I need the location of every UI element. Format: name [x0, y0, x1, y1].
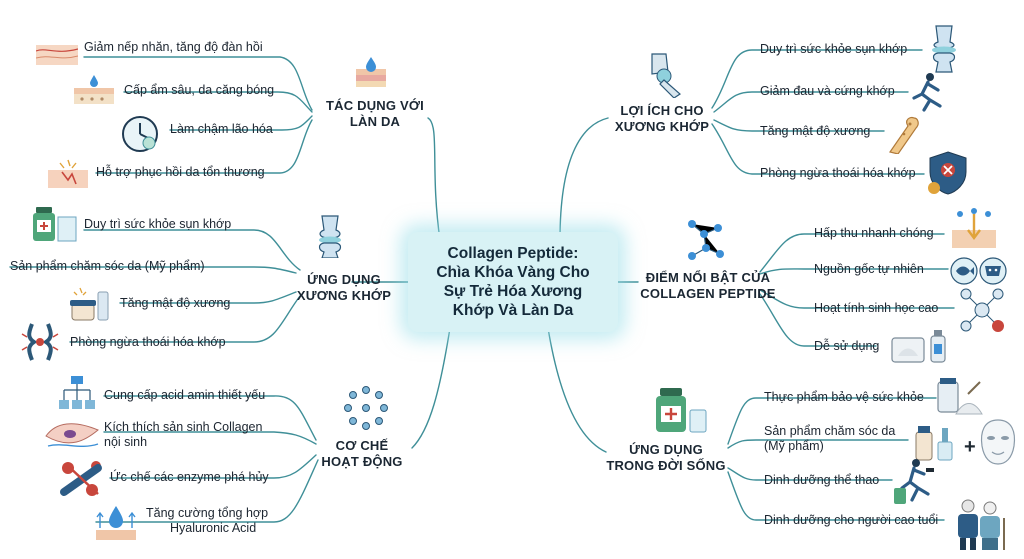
leaf-highlight-4: Dễ sử dụng: [814, 339, 880, 353]
branch-title: XƯƠNG KHỚP: [296, 287, 392, 303]
leaf-joint-benefit-1: Duy trì sức khỏe sụn khớp: [760, 42, 908, 56]
cartilage-joint-icon: [932, 25, 956, 73]
leaf-skin-4: Hỗ trợ phục hồi da tổn thương: [96, 165, 265, 179]
branch-title: LÀN DA: [349, 113, 401, 129]
central-topic-line: Khớp Và Làn Da: [452, 302, 574, 319]
molecule-ring-icon: [344, 386, 388, 430]
connector-center-joint-benefits: [559, 117, 609, 241]
leaf-daily-2a: Sản phẩm chăm sóc da: [764, 424, 896, 438]
fish-cow-source-icon: [950, 257, 1007, 285]
leaf-highlight-3: Hoạt tính sinh học cao: [814, 301, 939, 315]
branch-title: TÁC DỤNG VỚI: [326, 98, 424, 113]
runner-icon: [912, 73, 942, 112]
connector-center-mechanism: [411, 327, 451, 449]
skin-hydration-icon: [74, 75, 114, 104]
capsule-powder-icon: [937, 378, 983, 415]
leaf-skin-2: Cấp ẩm sâu, da căng bóng: [124, 83, 275, 97]
branch-daily-life: ỨNG DỤNG TRONG ĐỜI SỐNG: [596, 442, 736, 473]
peptide-molecule-icon: [688, 220, 724, 260]
connector-center-daily: [547, 327, 607, 453]
connector-center-skin: [427, 117, 441, 241]
leaf-skin-1: Giảm nếp nhăn, tăng độ đàn hồi: [84, 40, 263, 54]
leaf-highlight-1: Hấp thu nhanh chóng: [814, 226, 934, 240]
health-supplement-icon: [656, 388, 707, 433]
leaf-mechanism-2a: Kích thích sản sinh Collagen: [104, 420, 263, 434]
branch-title: ỨNG DỤNG: [629, 442, 703, 457]
leaf-joint-benefit-3: Tăng mật độ xương: [760, 124, 871, 138]
leaf-daily-3: Dinh dưỡng thể thao: [764, 473, 880, 487]
central-topic-line: Sự Trẻ Hóa Xương: [443, 283, 583, 300]
joint-inflammation-icon: [21, 323, 59, 361]
powder-bottle-icon: [891, 330, 946, 363]
skin-repair-icon: [48, 159, 88, 188]
branch-title: ỨNG DỤNG: [307, 272, 381, 287]
central-topic: Collagen Peptide: Chìa Khóa Vàng Cho Sự …: [408, 232, 618, 332]
leaf-daily-1: Thực phẩm bảo vệ sức khỏe: [764, 390, 924, 404]
bioactive-network-icon: [960, 288, 1004, 332]
leaf-mechanism-4b: Hyaluronic Acid: [170, 521, 257, 535]
sport-nutrition-icon: [894, 459, 934, 504]
branch-title: HOẠT ĐỘNG: [321, 453, 403, 469]
fibroblast-cell-icon: [45, 423, 99, 447]
leaf-mechanism-4a: Tăng cường tổng hợp: [146, 506, 269, 520]
face-mask-icon: [980, 419, 1016, 465]
knee-joint-icon: [318, 215, 342, 258]
shield-protection-icon: [928, 151, 967, 195]
branch-title: XƯƠNG KHỚP: [614, 118, 710, 134]
leaf-mechanism-3: Ức chế các enzyme phá hủy: [110, 470, 269, 484]
leaf-mechanism-2b: nội sinh: [104, 435, 148, 449]
branch-mechanism: CƠ CHẾ HOẠT ĐỘNG: [306, 438, 418, 469]
amino-acid-tree-icon: [59, 376, 95, 409]
branch-title: LỢI ÍCH CHO: [620, 103, 704, 118]
hyaluronic-drop-icon: [96, 506, 136, 540]
leaf-daily-4: Dinh dưỡng cho người cao tuổi: [764, 513, 939, 527]
leaf-joint-benefit-4: Phòng ngừa thoái hóa khớp: [760, 166, 916, 180]
branch-title: TRONG ĐỜI SỐNG: [606, 457, 726, 473]
branch-title: COLLAGEN PEPTIDE: [640, 285, 776, 301]
clock-icon: [122, 116, 158, 152]
branch-highlights: ĐIỂM NỔI BẬT CỦA COLLAGEN PEPTIDE: [636, 270, 780, 301]
plus-sign: +: [964, 436, 976, 458]
elderly-couple-icon: [958, 499, 1005, 550]
leaf-mechanism-1: Cung cấp acid amin thiết yếu: [104, 388, 266, 402]
leaf-joint-app-3: Tăng mật độ xương: [120, 296, 231, 310]
serum-bottles-icon: [915, 426, 953, 461]
cosmetic-jar-icon: [70, 287, 109, 321]
leaf-skin-3: Làm chậm lão hóa: [170, 122, 273, 136]
central-topic-line: Chìa Khóa Vàng Cho: [436, 264, 590, 281]
leaf-joint-benefit-2: Giảm đau và cứng khớp: [760, 84, 895, 98]
enzyme-block-icon: [60, 461, 102, 496]
branch-skin-effects: TÁC DỤNG VỚI LÀN DA: [310, 98, 440, 129]
leaf-joint-app-4: Phòng ngừa thoái hóa khớp: [70, 335, 226, 349]
skin-layer-icon: [36, 45, 78, 65]
leaf-daily-2b: (Mỹ phẩm): [764, 439, 824, 453]
central-topic-line: Collagen Peptide:: [447, 245, 579, 262]
leaf-joint-app-2: Sản phẩm chăm sóc da (Mỹ phẩm): [10, 259, 205, 273]
leaf-highlight-2: Nguồn gốc tự nhiên: [814, 262, 924, 276]
knee-leg-icon: [651, 53, 681, 98]
branch-joint-benefits: LỢI ÍCH CHO XƯƠNG KHỚP: [600, 103, 724, 134]
leaf-joint-app-1: Duy trì sức khỏe sụn khớp: [84, 217, 232, 231]
skin-water-drop-icon: [356, 57, 386, 87]
supplement-bottle-icon: [33, 207, 77, 242]
branch-joint-applications: ỨNG DỤNG XƯƠNG KHỚP: [282, 272, 406, 303]
bone-density-icon: [889, 116, 919, 154]
branch-title: CƠ CHẾ: [335, 438, 389, 453]
branch-title: ĐIỂM NỔI BẬT CỦA: [645, 270, 771, 285]
fast-absorption-icon: [952, 208, 996, 248]
